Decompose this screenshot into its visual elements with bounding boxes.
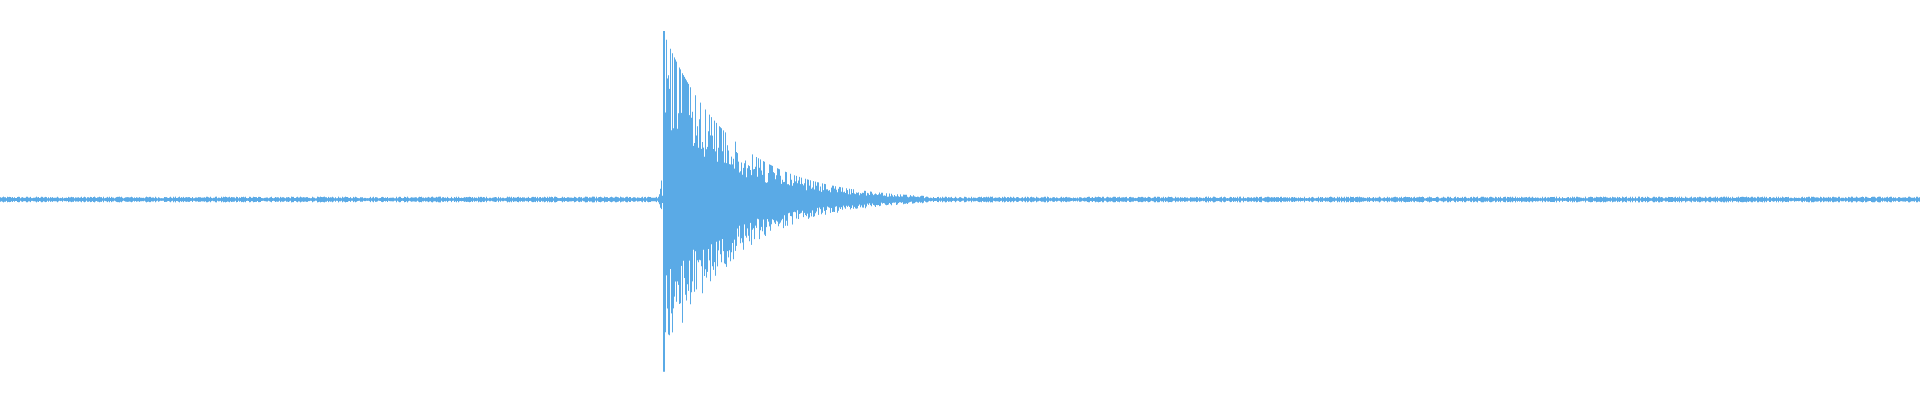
waveform-path (0, 31, 1920, 372)
waveform-signal (0, 31, 1920, 372)
